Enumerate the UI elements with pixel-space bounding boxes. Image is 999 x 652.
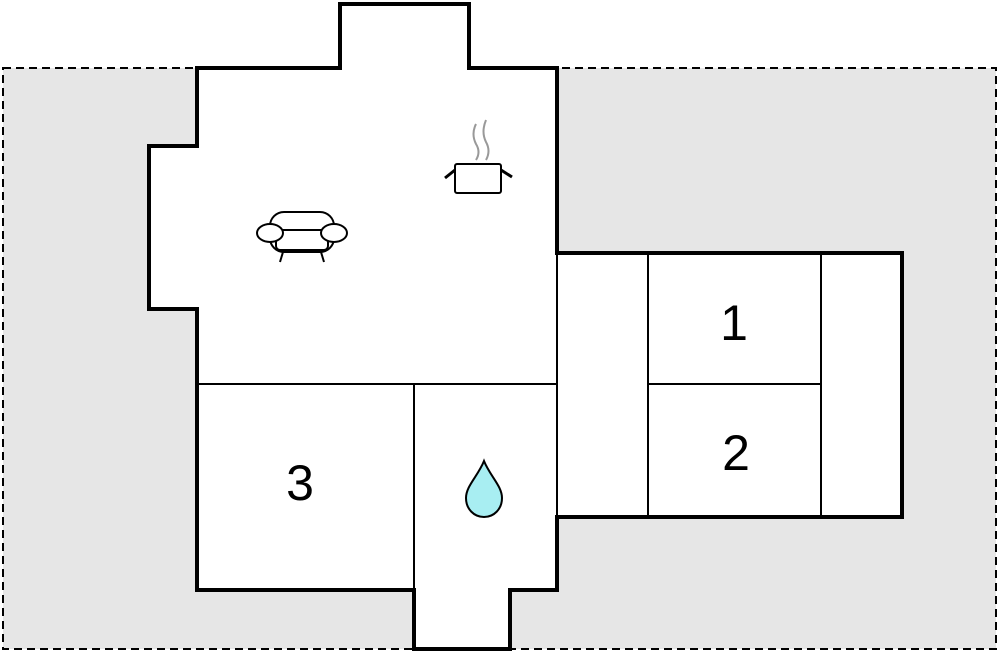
cooking-pot-icon (444, 119, 513, 194)
water-drop-icon (464, 458, 504, 519)
sofa-icon (256, 211, 348, 263)
interior-walls (197, 253, 822, 590)
house-outline (147, 2, 904, 651)
room-label-1: 1 (720, 295, 748, 351)
room-label-2: 2 (722, 425, 750, 481)
room-label-3: 3 (286, 455, 314, 511)
